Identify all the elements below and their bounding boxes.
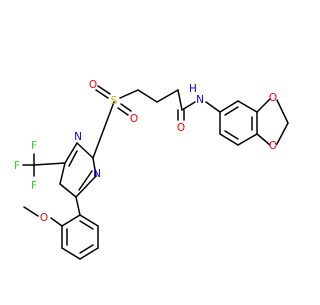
atom-n-amide: N — [196, 94, 204, 106]
bond-c6-phenyl — [75, 196, 81, 216]
bond-ph-inner-3 — [79, 220, 94, 230]
bond-ch2-ch2b — [156, 89, 179, 103]
bond-bdx-1 — [219, 100, 239, 113]
background — [0, 0, 300, 300]
atom-o-sulfonyl-right: O — [130, 113, 138, 125]
bond-s-ch2 — [119, 89, 139, 99]
bond-cf3-to-ring — [33, 162, 66, 166]
bond-carbonyl-n — [181, 101, 196, 111]
bond-pyr-c5-c4 — [59, 162, 66, 185]
bond-o-ch3 — [23, 206, 39, 217]
bond-bdx-2 — [237, 100, 258, 113]
bond-s-o-right-a — [117, 107, 129, 116]
bond-ph-1 — [61, 214, 81, 227]
bond-dioxole-ch2-o-lower — [276, 122, 289, 145]
bond-pyr-c2-n1 — [92, 157, 97, 177]
bond-s-o-left-b — [97, 85, 111, 95]
bond-s-o-right-b — [120, 103, 132, 112]
bond-pyr-inner-2 — [78, 170, 93, 191]
bonds — [22, 85, 289, 260]
structure-canvas: F F F N N S O O O N H O O O — [0, 0, 300, 300]
bond-pyr-n3-c2 — [76, 142, 94, 159]
atom-f-left: F — [14, 160, 20, 172]
bond-dioxole-c-o-upper — [256, 98, 271, 113]
bond-bdx-4 — [237, 133, 258, 146]
atom-f-top: F — [31, 140, 37, 152]
bond-s-o-left-a — [95, 89, 109, 99]
atom-s: S — [111, 95, 118, 107]
molecule-structure: F F F N N S O O O N H O O O — [0, 0, 300, 300]
atom-labels: F F F N N S O O O N H O O O — [14, 79, 277, 224]
bond-pyr-c4-n3 — [64, 142, 78, 164]
atom-o-methoxy: O — [40, 212, 48, 224]
bond-dioxole-c-o-lower — [256, 133, 271, 146]
atom-n-pyrimidine-upper: N — [74, 131, 82, 143]
bond-pyr-inner-1 — [68, 150, 78, 167]
atom-h-amide: H — [189, 83, 197, 95]
bond-ph-inner-2 — [79, 244, 94, 254]
atom-o-dioxole-upper: O — [269, 92, 277, 104]
bond-ch2-carbonyl — [177, 89, 183, 111]
atom-o-sulfonyl-left: O — [89, 79, 97, 91]
bond-bdx-5 — [219, 133, 239, 146]
bond-ph-6 — [79, 214, 99, 227]
bond-ph-4 — [79, 247, 99, 260]
bond-bdx-inner-1 — [224, 106, 239, 116]
bond-ph-o-methoxy — [50, 217, 63, 227]
atom-o-dioxole-lower: O — [269, 140, 277, 152]
bond-ch2-ch2 — [137, 89, 158, 103]
atom-o-amide: O — [177, 122, 185, 134]
bond-n-aryl — [205, 101, 221, 113]
bond-bdx-inner-3 — [224, 130, 239, 140]
bond-pyr-c6-c5 — [59, 183, 77, 198]
bond-ph-3 — [61, 247, 81, 260]
bond-c2-s — [92, 101, 115, 159]
atom-f-bottom: F — [31, 180, 37, 192]
bond-dioxole-o-ch2-upper — [276, 99, 289, 124]
atom-n-pyrimidine-lower: N — [93, 168, 101, 180]
bond-pyr-n1-c6 — [75, 175, 97, 198]
